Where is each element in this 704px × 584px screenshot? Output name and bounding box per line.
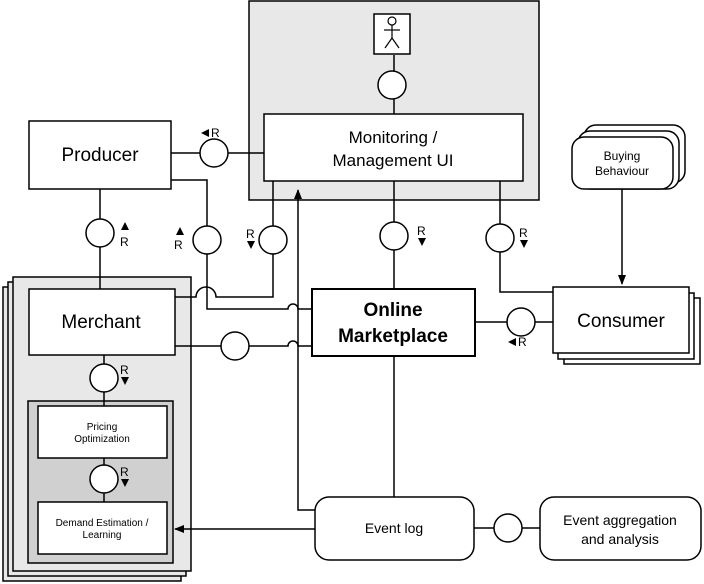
pricing-label-line2: Optimization xyxy=(74,434,130,445)
arrow-up-icon xyxy=(121,222,129,230)
aggregation-label-line2: and analysis xyxy=(581,531,659,547)
interface-circle-eventlog-aggregation xyxy=(493,513,523,543)
interface-circles xyxy=(85,70,536,543)
consumer-box xyxy=(552,286,690,354)
pricing-optimization-box xyxy=(37,405,168,459)
request-labels: R R R R R R R R R xyxy=(120,126,528,479)
arrow-down-icon xyxy=(520,240,528,248)
pricing-label-line1: Pricing xyxy=(87,422,118,433)
buying-behaviour-label-line1: Buying xyxy=(604,149,641,163)
actor-icon xyxy=(373,13,411,55)
request-label: R xyxy=(120,235,129,249)
consumer-label: Consumer xyxy=(577,311,665,332)
interface-circle-marketplace-monitoring xyxy=(379,221,409,251)
request-label: R xyxy=(120,363,129,377)
event-log-label: Event log xyxy=(365,520,423,536)
request-arrows xyxy=(121,129,528,487)
interface-circle-merchant-pricing xyxy=(89,363,119,393)
merchant-label: Merchant xyxy=(61,312,141,333)
aggregation-label-line1: Event aggregation xyxy=(563,512,677,528)
demand-estimation-box xyxy=(37,501,168,555)
producer-label: Producer xyxy=(61,145,139,166)
request-label: R xyxy=(120,465,129,479)
marketplace-label-line1: Online xyxy=(363,300,422,321)
request-label: R xyxy=(246,227,255,241)
event-aggregation-box xyxy=(539,496,702,561)
interface-circle-producer-marketplace xyxy=(192,225,222,255)
monitoring-label-line2: Management UI xyxy=(333,151,454,170)
monitoring-ui-box xyxy=(263,113,524,182)
merchant-box xyxy=(28,288,176,356)
request-label: R xyxy=(174,238,183,252)
arrow-down-icon xyxy=(121,479,129,487)
online-marketplace-box xyxy=(311,288,476,357)
interface-circle-producer-monitoring xyxy=(199,138,229,168)
interface-circle-actor xyxy=(377,70,407,100)
node-labels: Monitoring / Management UI Producer Merc… xyxy=(56,128,677,547)
arrow-left-icon xyxy=(508,338,516,346)
interface-circle-marketplace-consumer xyxy=(506,307,536,337)
arrow-up-icon xyxy=(176,227,184,235)
request-label: R xyxy=(519,226,528,240)
monitoring-label-line1: Monitoring / xyxy=(349,128,438,147)
interface-circle-consumer-monitoring xyxy=(485,223,515,253)
request-label: R xyxy=(518,335,527,349)
arrow-left-icon xyxy=(201,129,209,137)
demand-label-line2: Learning xyxy=(83,530,122,541)
interface-circle-producer-merchant xyxy=(85,218,115,248)
request-label: R xyxy=(211,126,220,140)
request-label: R xyxy=(417,224,426,238)
arrow-down-icon xyxy=(247,241,255,249)
arrow-down-icon xyxy=(418,238,426,246)
buying-behaviour-box xyxy=(571,136,674,190)
interface-circle-pricing-demand xyxy=(89,464,119,494)
interface-circle-merchant-marketplace xyxy=(220,331,250,361)
producer-box xyxy=(28,120,172,190)
demand-label-line1: Demand Estimation / xyxy=(56,518,149,529)
interface-circle-merchant-monitoring xyxy=(258,225,288,255)
buying-behaviour-label-line2: Behaviour xyxy=(595,164,649,178)
event-log-box xyxy=(314,496,475,561)
marketplace-label-line2: Marketplace xyxy=(338,326,448,347)
arrow-down-icon xyxy=(121,377,129,385)
